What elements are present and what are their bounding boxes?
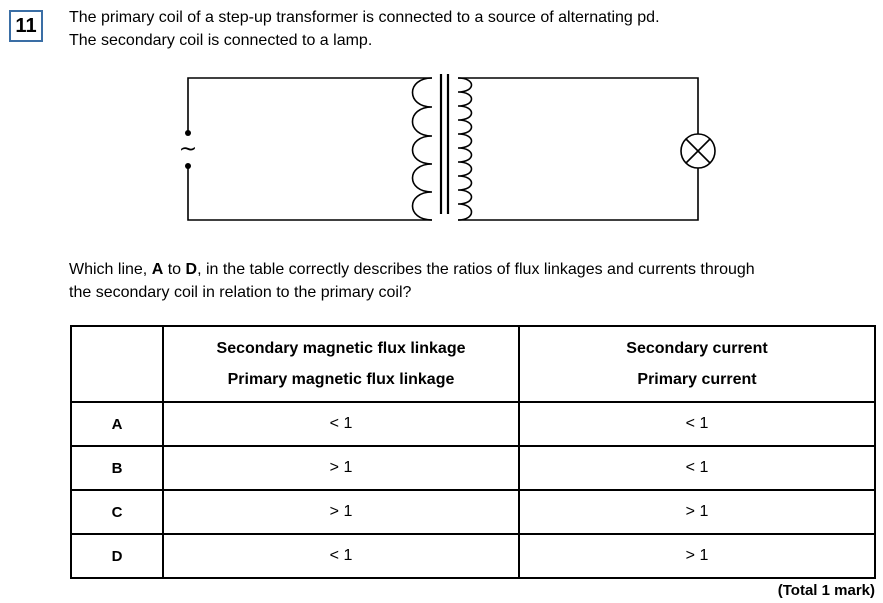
row-key: B <box>70 445 164 491</box>
row-key: C <box>70 489 164 535</box>
current-denominator: Primary current <box>637 371 757 388</box>
ac-source-icon: ~ <box>179 130 197 169</box>
intro-line-2: The secondary coil is connected to a lam… <box>69 32 373 49</box>
prompt-text-3: , in the table correctly describes the r… <box>197 261 755 278</box>
ac-source-symbol: ~ <box>179 137 197 162</box>
prompt-line-2: the secondary coil in relation to the pr… <box>69 284 412 301</box>
prompt-text-2: to <box>163 261 186 278</box>
secondary-circuit-wire-lower <box>458 168 699 221</box>
current-cell: > 1 <box>518 533 876 579</box>
secondary-circuit-wire <box>458 77 699 134</box>
flux-cell: < 1 <box>162 401 520 447</box>
secondary-coil <box>457 77 473 221</box>
current-cell: < 1 <box>518 401 876 447</box>
flux-cell: < 1 <box>162 533 520 579</box>
flux-cell: > 1 <box>162 489 520 535</box>
primary-circuit-wire-lower <box>187 166 432 221</box>
prompt-option-a: A <box>151 261 164 278</box>
table-row-a[interactable]: A < 1 < 1 <box>70 401 876 447</box>
row-key: D <box>70 533 164 579</box>
question-intro: The primary coil of a step-up transforme… <box>69 6 660 52</box>
primary-circuit-wire <box>187 77 432 132</box>
question-number: 11 <box>9 10 43 42</box>
table-header-row: Secondary magnetic flux linkage Primary … <box>70 325 876 403</box>
transformer-circuit-diagram: ~ <box>179 74 716 221</box>
answer-table: Secondary magnetic flux linkage Primary … <box>70 325 876 579</box>
question-prompt: Which line, A to D, in the table correct… <box>69 258 755 304</box>
header-current-ratio: Secondary current Primary current <box>518 325 876 403</box>
current-cell: > 1 <box>518 489 876 535</box>
prompt-text-1: Which line, <box>69 261 152 278</box>
lamp-icon <box>680 133 716 169</box>
table-row-d[interactable]: D < 1 > 1 <box>70 533 876 579</box>
prompt-option-d: D <box>185 261 198 278</box>
flux-denominator: Primary magnetic flux linkage <box>227 371 455 388</box>
flux-numerator: Secondary magnetic flux linkage <box>216 340 466 357</box>
flux-cell: > 1 <box>162 445 520 491</box>
row-key: A <box>70 401 164 447</box>
header-flux-ratio: Secondary magnetic flux linkage Primary … <box>162 325 520 403</box>
total-marks: (Total 1 mark) <box>777 582 875 599</box>
table-row-c[interactable]: C > 1 > 1 <box>70 489 876 535</box>
current-cell: < 1 <box>518 445 876 491</box>
intro-line-1: The primary coil of a step-up transforme… <box>69 9 660 26</box>
prompt-line-1: Which line, A to D, in the table correct… <box>69 258 755 281</box>
table-row-b[interactable]: B > 1 < 1 <box>70 445 876 491</box>
current-numerator: Secondary current <box>626 340 768 357</box>
header-empty-cell <box>70 325 164 403</box>
primary-coil <box>411 77 433 221</box>
